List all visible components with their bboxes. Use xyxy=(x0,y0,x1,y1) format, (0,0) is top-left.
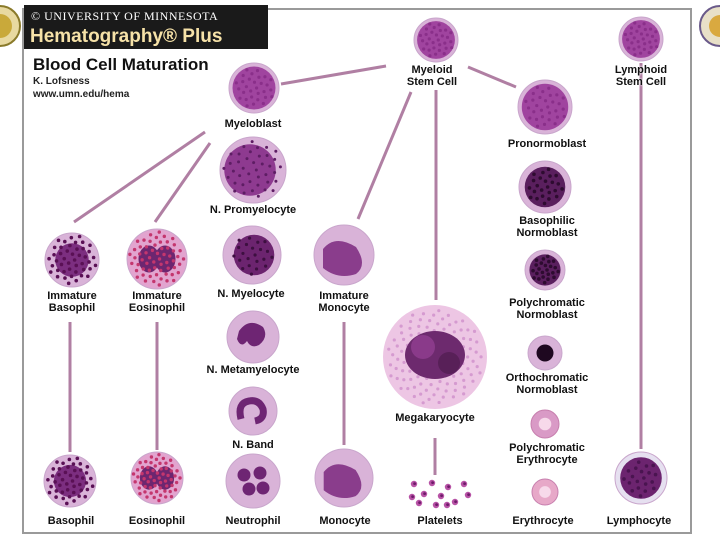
monocyte-label: Monocyte xyxy=(319,515,370,527)
platelets-cell xyxy=(409,480,471,508)
platelets-label: Platelets xyxy=(417,515,462,527)
lymphoid-stem-cell xyxy=(619,17,663,61)
myelocyte-label: N. Myelocyte xyxy=(217,288,284,300)
immature-eosinophil-cell xyxy=(127,229,187,289)
megakaryocyte-cell xyxy=(383,305,487,409)
lineage-line xyxy=(281,66,386,84)
basophil-label: Basophil xyxy=(48,515,94,527)
band-label: N. Band xyxy=(232,439,274,451)
immature-monocyte-cell xyxy=(314,225,374,285)
band-cell xyxy=(229,387,277,435)
lymphocyte-label: Lymphocyte xyxy=(607,515,671,527)
basophil-cell xyxy=(44,455,96,507)
metamyelocyte-cell xyxy=(227,311,279,363)
lymphocyte-cell xyxy=(615,452,667,504)
lineage-line xyxy=(468,67,516,87)
megakaryocyte-label: Megakaryocyte xyxy=(395,412,475,424)
neutrophil-cell xyxy=(226,454,280,508)
myeloblast-cell xyxy=(229,63,279,113)
neutrophil-label: Neutrophil xyxy=(226,515,281,527)
basophilic-normoblast-cell xyxy=(519,161,571,213)
pronormoblast-cell xyxy=(518,80,572,134)
eosinophil-cell xyxy=(131,452,183,504)
lineage-line xyxy=(155,143,210,222)
promyelocyte-cell xyxy=(220,137,286,203)
pronormoblast-label: Pronormoblast xyxy=(508,138,586,150)
polychromatic-normoblast-cell xyxy=(525,250,565,290)
promyelocyte-label: N. Promyelocyte xyxy=(210,204,296,216)
metamyelocyte-label: N. Metamyelocyte xyxy=(207,364,300,376)
myelocyte-cell xyxy=(223,226,281,284)
myeloid-stem-cell xyxy=(414,18,458,62)
immature-basophil-cell xyxy=(45,233,99,287)
eosinophil-label: Eosinophil xyxy=(129,515,185,527)
erythrocyte-label: Erythrocyte xyxy=(512,515,573,527)
myeloblast-label: Myeloblast xyxy=(225,118,282,130)
cells xyxy=(44,17,667,508)
lineage-line xyxy=(358,92,411,219)
orthochromatic-normoblast-cell xyxy=(528,336,562,370)
erythrocyte-cell xyxy=(532,479,558,505)
monocyte-cell xyxy=(315,449,373,507)
polychromatic-erythrocyte-cell xyxy=(531,410,559,438)
